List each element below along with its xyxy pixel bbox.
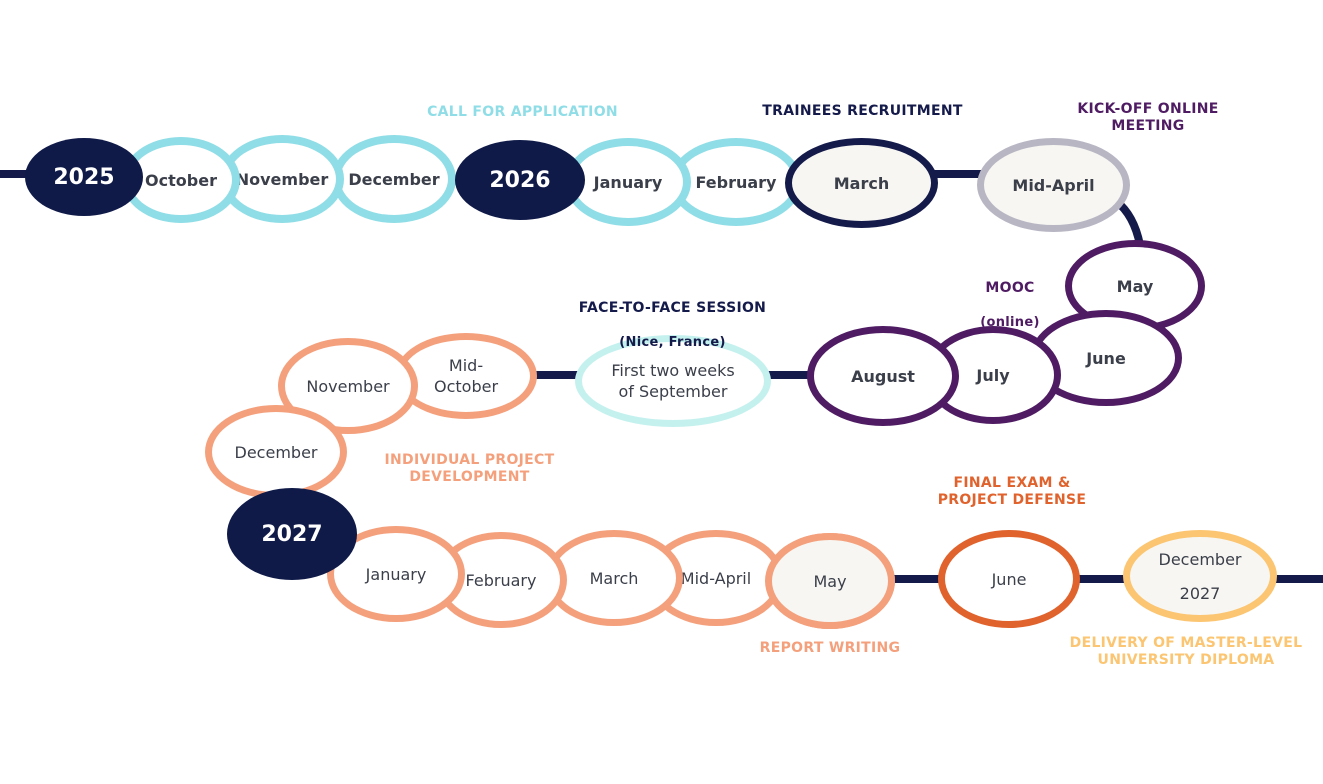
label-trainees-recruitment: TRAINEES RECRUITMENT — [762, 103, 963, 119]
month-label: November — [306, 376, 390, 396]
month-mid-april-2026: Mid-April — [977, 138, 1130, 232]
year-label: 2027 — [261, 521, 323, 547]
month-label: July — [976, 365, 1010, 385]
timeline-line-start — [0, 170, 30, 178]
label-individual-project-development: INDIVIDUAL PROJECT DEVELOPMENT — [384, 452, 555, 485]
month-label: June — [1086, 348, 1126, 368]
month-label: December — [348, 169, 440, 189]
timeline-line-march-april — [930, 170, 985, 178]
year-2025: 2025 — [25, 138, 143, 216]
month-march-2026: March — [785, 138, 938, 228]
month-september-2026: First two weeks of September — [575, 335, 771, 427]
month-label: August — [851, 366, 915, 386]
month-label: February — [695, 172, 777, 192]
label-face-to-face-session: FACE-TO-FACE SESSION (Nice, France) — [545, 283, 800, 368]
month-label: May — [813, 571, 847, 591]
label-call-for-application: CALL FOR APPLICATION — [427, 104, 618, 120]
month-label: January — [593, 172, 663, 192]
year-label: 2025 — [53, 164, 115, 190]
month-label: December 2027 — [1158, 549, 1242, 603]
timeline-line-end — [1272, 575, 1323, 583]
month-label: November — [235, 169, 329, 189]
month-december-2026: December — [205, 405, 347, 499]
month-label: March — [833, 173, 890, 193]
year-label: 2026 — [489, 167, 551, 193]
month-august-2026: August — [807, 326, 959, 426]
label-delivery-of-diploma: DELIVERY OF MASTER-LEVEL UNIVERSITY DIPL… — [1069, 635, 1303, 668]
label-final-exam-project-defense: FINAL EXAM & PROJECT DEFENSE — [937, 475, 1087, 508]
label-kick-off-online-meeting: KICK-OFF ONLINE MEETING — [1077, 101, 1219, 134]
label-face-to-face-title: FACE-TO-FACE SESSION — [578, 300, 767, 316]
year-2026: 2026 — [455, 140, 585, 220]
month-label: February — [465, 570, 537, 590]
timeline-line-june-december — [1075, 575, 1130, 583]
label-report-writing: REPORT WRITING — [759, 640, 901, 656]
month-label: December — [234, 442, 318, 462]
label-face-to-face-sub: (Nice, France) — [619, 335, 726, 350]
year-2027: 2027 — [227, 488, 357, 580]
month-march-2027: March — [545, 530, 683, 626]
month-label: May — [1116, 276, 1154, 296]
month-may-2027: May — [765, 533, 895, 629]
timeline-line-may-june — [888, 575, 943, 583]
label-mooc: MOOC (online) — [960, 263, 1060, 348]
month-mid-october-2026: Mid- October — [395, 333, 537, 419]
timeline-line-september-october — [530, 371, 585, 379]
month-label: June — [991, 569, 1027, 589]
label-mooc-title: MOOC — [985, 280, 1035, 296]
month-label: Mid-April — [680, 568, 752, 588]
label-mooc-sub: (online) — [980, 315, 1040, 330]
month-label: January — [365, 564, 427, 584]
timeline-line-august-september — [765, 371, 815, 379]
month-label: First two weeks of September — [611, 361, 735, 401]
month-december-2027: December 2027 — [1123, 530, 1277, 622]
month-label: March — [589, 568, 639, 588]
month-june-2027: June — [938, 530, 1080, 628]
month-label: Mid- October — [433, 356, 499, 396]
month-label: October — [145, 170, 217, 190]
month-december-2025: December — [332, 135, 456, 223]
month-label: Mid-April — [1012, 175, 1095, 195]
